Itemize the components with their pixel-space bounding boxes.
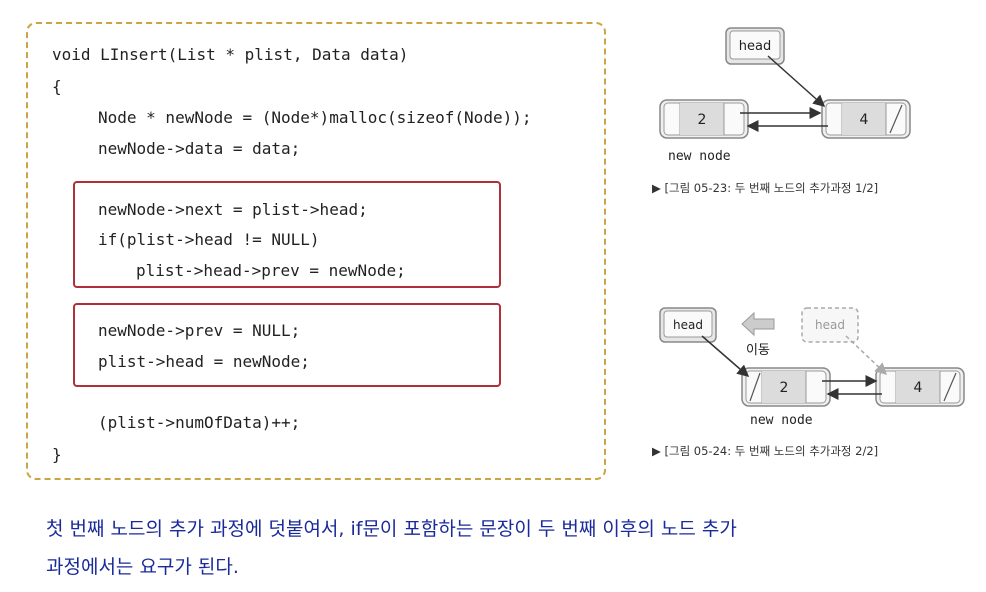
- explanation-text: 첫 번째 노드의 추가 과정에 덧붙여서, if문이 포함하는 문장이 두 번째…: [46, 510, 946, 586]
- figure1-node-b-value: 4: [860, 112, 869, 128]
- figure2-head-label: head: [673, 318, 703, 332]
- figure1-node-new: 2: [659, 99, 749, 139]
- figure2-move-label: 이동: [746, 343, 770, 358]
- code-line-signature: void LInsert(List * plist, Data data): [52, 45, 409, 64]
- figure2-node-existing: 4: [875, 367, 965, 407]
- figure2-node-new: 2: [741, 367, 831, 407]
- explanation-line-2: 과정에서는 요구가 된다.: [46, 556, 239, 578]
- code-line-prev-null: newNode->prev = NULL;: [98, 321, 301, 340]
- figure2-ghost-head-pointer: head: [801, 307, 859, 343]
- code-line-prev-link: plist->head->prev = newNode;: [136, 261, 406, 280]
- figure2-head-pointer: head: [659, 307, 717, 343]
- figure2-new-node-label: new node: [750, 413, 813, 428]
- figure2-diagram: head 이동 head 2 4 new node: [659, 307, 965, 428]
- code-panel: [26, 22, 606, 480]
- code-line-open-brace: {: [52, 77, 62, 96]
- code-line-close-brace: }: [52, 445, 62, 464]
- figure2-node-a-value: 2: [780, 380, 789, 396]
- figure2-ghost-arrow: [845, 335, 888, 376]
- code-line-next-assign: newNode->next = plist->head;: [98, 200, 368, 219]
- figure2-head-arrow: [701, 335, 750, 377]
- code-line-head-assign: plist->head = newNode;: [98, 352, 310, 371]
- figure1-head-label: head: [739, 39, 771, 54]
- figure2-node-b-value: 4: [914, 380, 923, 396]
- code-line-if: if(plist->head != NULL): [98, 230, 320, 249]
- figure1-head-arrow: [767, 55, 826, 107]
- figure2-caption: ▶ [그림 05-24: 두 번째 노드의 추가과정 2/2]: [652, 444, 879, 458]
- figure1-head-pointer: head: [725, 27, 785, 65]
- move-arrow-icon: [741, 311, 775, 337]
- highlight-box-next: [73, 181, 501, 288]
- figure1-new-node-label: new node: [668, 149, 731, 164]
- highlight-box-prev: [73, 303, 501, 387]
- code-line-data-assign: newNode->data = data;: [98, 139, 301, 158]
- figure1-node-existing: 4: [821, 99, 911, 139]
- figure2-ghost-head-label: head: [815, 318, 845, 332]
- code-line-malloc: Node * newNode = (Node*)malloc(sizeof(No…: [98, 108, 532, 127]
- figure1-caption: ▶ [그림 05-23: 두 번째 노드의 추가과정 1/2]: [652, 181, 879, 195]
- explanation-line-1: 첫 번째 노드의 추가 과정에 덧붙여서, if문이 포함하는 문장이 두 번째…: [46, 518, 737, 540]
- code-line-count: (plist->numOfData)++;: [98, 413, 301, 432]
- figure1-diagram: head 2 4 new node: [659, 27, 911, 164]
- figure1-node-a-value: 2: [698, 112, 707, 128]
